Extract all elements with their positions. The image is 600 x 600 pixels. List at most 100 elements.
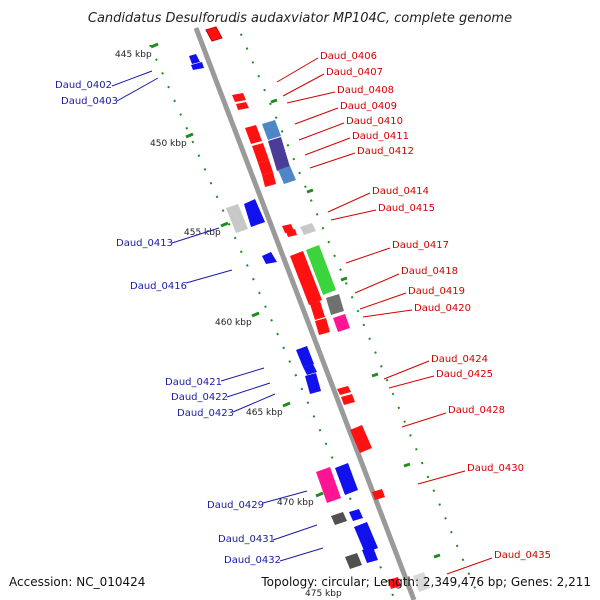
gene-label[interactable]: Daud_0419 [408, 286, 465, 297]
leader-line [282, 73, 325, 97]
gene-label[interactable]: Daud_0418 [401, 266, 458, 277]
gene-feature-red[interactable] [341, 394, 355, 405]
kbp-label-475: 475 kbp [305, 589, 342, 599]
gene-label[interactable]: Daud_0431 [218, 534, 275, 545]
gene-label[interactable]: Daud_0402 [55, 80, 112, 91]
gene-feature-blue[interactable] [305, 373, 321, 394]
gene-feature-blue[interactable] [244, 199, 265, 227]
gene-feature-red[interactable] [310, 301, 325, 320]
gene-feature-grey-light[interactable] [413, 572, 430, 592]
gene-feature-blue-light[interactable] [262, 120, 281, 140]
gene-feature-pink[interactable] [333, 314, 350, 332]
gene-label[interactable]: Daud_0414 [372, 186, 429, 197]
outer-tick [371, 372, 379, 378]
gene-feature-blue[interactable] [362, 547, 378, 563]
outer-tick [403, 462, 411, 468]
gene-label[interactable]: Daud_0403 [61, 96, 118, 107]
gene-feature-red[interactable] [315, 318, 330, 335]
gene-label[interactable]: Daud_0423 [177, 408, 234, 419]
accession-text: Accession: NC_010424 [9, 575, 145, 589]
gene-feature-blue[interactable] [296, 346, 314, 367]
leader-line [294, 107, 339, 125]
gene-feature-blue-light[interactable] [278, 166, 296, 184]
leader-line [185, 269, 233, 284]
leader-line [309, 152, 356, 169]
gene-label[interactable]: Daud_0429 [207, 500, 264, 511]
gene-feature-red[interactable] [290, 251, 322, 305]
gene-feature-red[interactable] [258, 160, 273, 175]
gene-feature-red[interactable] [232, 93, 246, 102]
gene-feature-grey-light[interactable] [300, 223, 316, 235]
gene-label[interactable]: Daud_0428 [448, 405, 505, 416]
gene-label[interactable]: Daud_0421 [165, 377, 222, 388]
outer-tick [433, 553, 441, 559]
gene-feature-blue[interactable] [303, 364, 317, 375]
kbp-tick [251, 311, 260, 318]
gene-feature-red[interactable] [350, 425, 372, 453]
outer-tick [270, 98, 278, 104]
gene-feature-grey-dark[interactable] [326, 294, 344, 315]
gene-feature-red[interactable] [252, 143, 269, 163]
gene-label[interactable]: Daud_0432 [224, 555, 281, 566]
gene-label[interactable]: Daud_0412 [357, 146, 414, 157]
leader-line [304, 137, 351, 156]
leader-line [327, 192, 371, 213]
kbp-label-445: 445 kbp [115, 50, 152, 60]
gene-label[interactable]: Daud_0410 [346, 116, 403, 127]
outer-tick [306, 188, 314, 194]
gene-label[interactable]: Daud_0424 [431, 354, 488, 365]
gene-label[interactable]: Daud_0430 [467, 463, 524, 474]
gene-label[interactable]: Daud_0407 [326, 67, 383, 78]
kbp-label-470: 470 kbp [277, 498, 314, 508]
gene-feature-green[interactable] [306, 245, 336, 295]
outer-guide-ticks [270, 98, 441, 559]
gene-label[interactable]: Daud_0411 [352, 131, 409, 142]
gene-feature-grey-dark[interactable] [331, 512, 347, 525]
gene-feature-blue[interactable] [349, 509, 363, 521]
gene-label[interactable]: Daud_0425 [436, 369, 493, 380]
gene-feature-red[interactable] [337, 386, 351, 395]
gene-feature-grey-dark[interactable] [345, 553, 362, 569]
gene-feature-blue[interactable] [191, 62, 204, 70]
gene-label[interactable]: Daud_0415 [378, 203, 435, 214]
gene-feature-blue[interactable] [262, 252, 277, 264]
gene-feature-grey-light[interactable] [226, 204, 248, 233]
gene-label[interactable]: Daud_0422 [171, 392, 228, 403]
left-leader-lines [111, 70, 324, 562]
leader-line [262, 490, 308, 504]
gene-feature-red[interactable] [205, 26, 223, 42]
gene-feature-red[interactable] [262, 172, 276, 187]
outer-tick [340, 276, 348, 282]
gene-label[interactable]: Daud_0420 [414, 303, 471, 314]
topology-text: Topology: circular; Length: 2,349,476 bp… [260, 575, 591, 589]
kbp-tick [150, 42, 159, 49]
gene-feature-purple[interactable] [268, 137, 290, 171]
gene-label[interactable]: Daud_0406 [320, 51, 377, 62]
gene-label[interactable]: Daud_0409 [340, 101, 397, 112]
gene-feature-red[interactable] [372, 489, 385, 500]
leader-line [111, 70, 153, 87]
right-gene-labels: Daud_0406 Daud_0407 Daud_0408 Daud_0409 … [320, 51, 551, 561]
kbp-ticks [150, 42, 324, 498]
gene-label[interactable]: Daud_0408 [337, 85, 394, 96]
kbp-label-465: 465 kbp [246, 408, 283, 418]
gene-feature-red[interactable] [236, 102, 249, 110]
gene-feature-blue[interactable] [335, 463, 358, 495]
leader-line [359, 292, 407, 310]
gene-label[interactable]: Daud_0435 [494, 550, 551, 561]
gene-feature-red[interactable] [388, 577, 401, 589]
leader-line [171, 227, 220, 244]
gene-feature-blue[interactable] [189, 54, 200, 64]
right-leader-lines [276, 57, 493, 575]
gene-feature-red[interactable] [245, 125, 262, 144]
gene-features [189, 26, 430, 592]
leader-line [279, 547, 324, 562]
gene-feature-pink[interactable] [316, 467, 341, 503]
gene-label[interactable]: Daud_0417 [392, 240, 449, 251]
gene-feature-blue[interactable] [354, 522, 378, 553]
gene-label[interactable]: Daud_0416 [130, 281, 187, 292]
gene-feature-red[interactable] [286, 229, 297, 237]
leader-line [354, 273, 400, 294]
gene-label[interactable]: Daud_0413 [116, 238, 173, 249]
